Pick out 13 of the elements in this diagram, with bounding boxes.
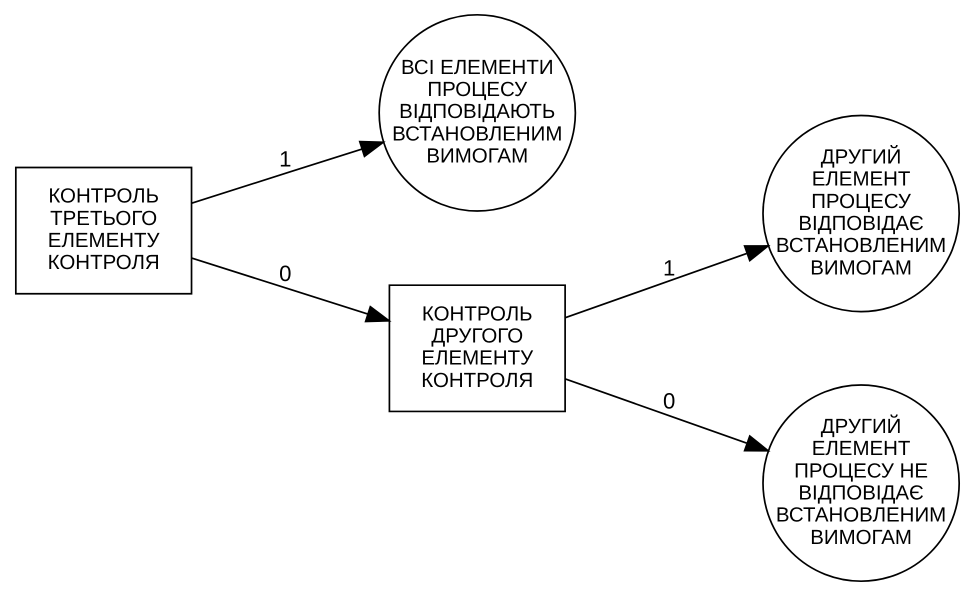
arrow bbox=[190, 140, 386, 204]
node-circle: ВСІ ЕЛЕМЕНТИ ПРОЦЕСУ ВІДПОВІДАЮТЬ ВСТАНОВЛЕНИМ ВИМОГАМ bbox=[378, 14, 576, 212]
arrow bbox=[190, 257, 392, 322]
edge-label: 0 bbox=[278, 260, 292, 286]
edge-label: 1 bbox=[662, 256, 675, 281]
edge-label: 1 bbox=[278, 146, 292, 172]
node-circle: ДРУГИЙ ЕЛЕМЕНТ ПРОЦЕСУ ВІДПОВІДАЄ ВСТАНОВЛЕНИМ ВИМОГАМ bbox=[762, 114, 960, 312]
arrow bbox=[564, 378, 770, 452]
arrow bbox=[564, 245, 770, 319]
edge-label: 0 bbox=[662, 388, 675, 414]
node-box: КОНТРОЛЬ ТРЕТЬОГО ЕЛЕМЕНТУ КОНТРОЛЯ bbox=[14, 166, 192, 295]
node-box: КОНТРОЛЬ ДРУГОГО ЕЛЕМЕНТУ КОНТРОЛЯ bbox=[388, 284, 566, 412]
node-circle: ДРУГИЙ ЕЛЕМЕНТ ПРОЦЕСУ НЕ ВІДПОВІДАЄ ВСТАНОВЛЕНИМ ВИМОГАМ bbox=[762, 384, 960, 582]
